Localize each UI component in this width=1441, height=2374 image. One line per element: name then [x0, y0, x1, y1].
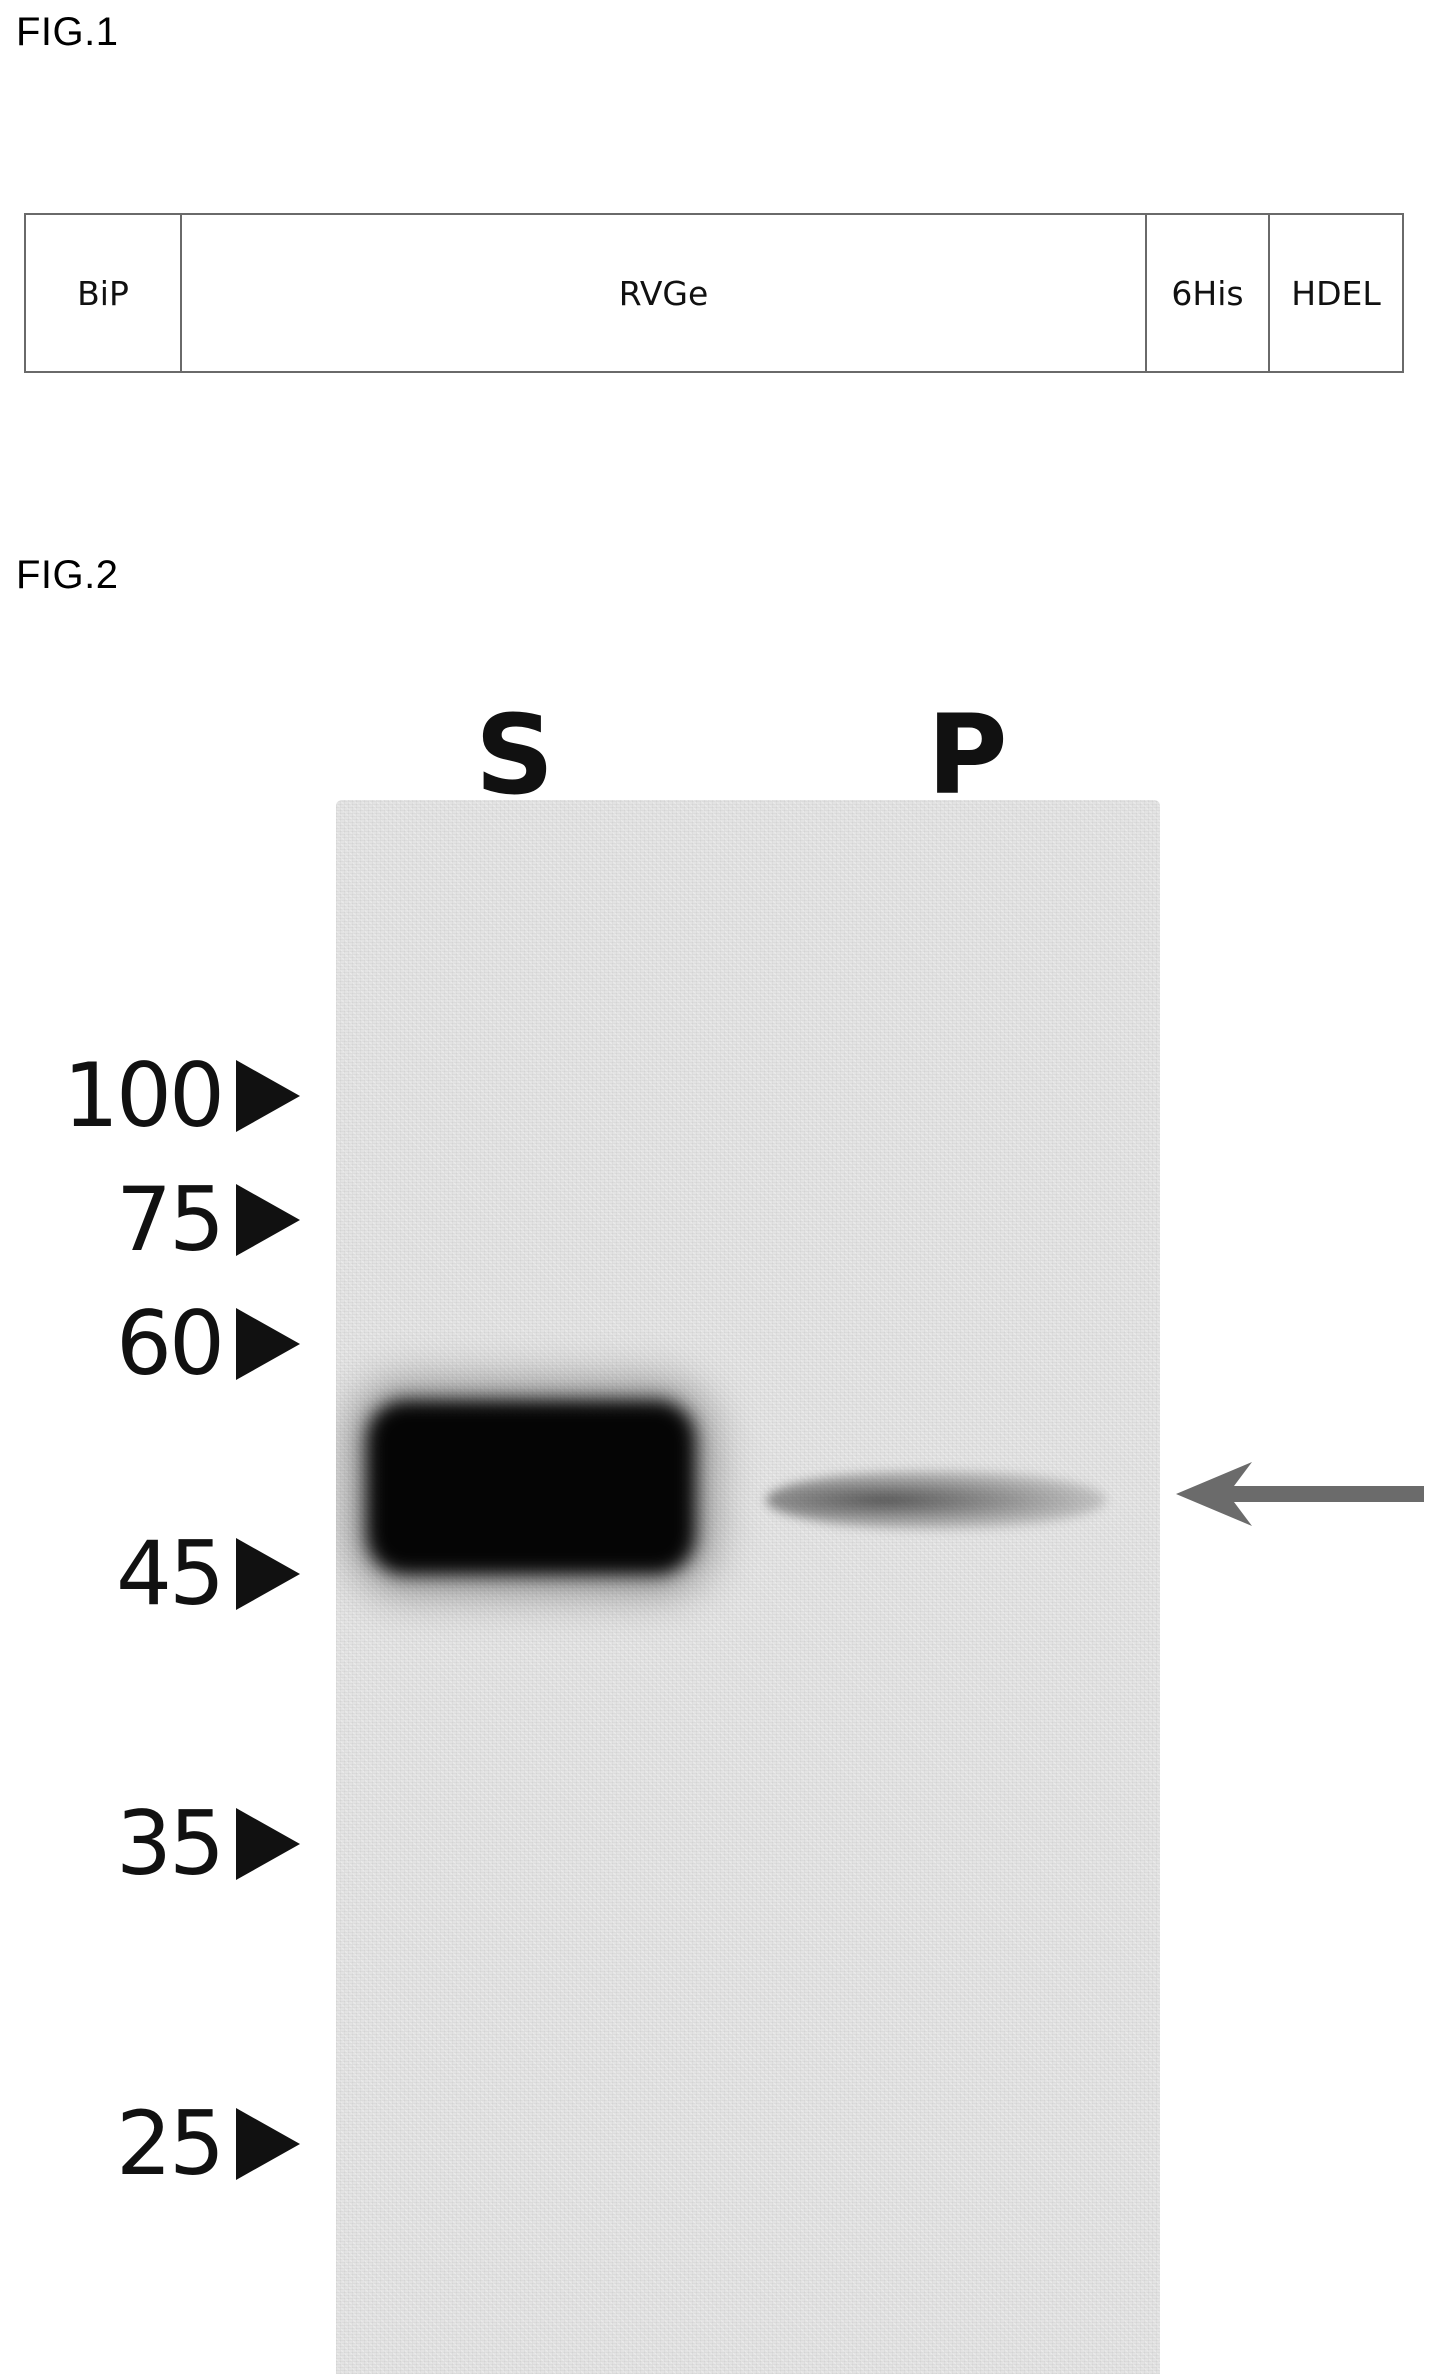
segment-hdel: HDEL [1270, 215, 1402, 371]
fig2-label: FIG.2 [16, 553, 119, 598]
marker-label: 100 [63, 1052, 222, 1140]
lane-label-p: P [927, 700, 1008, 810]
marker-label: 75 [116, 1176, 222, 1264]
triangle-pointer-icon [236, 1808, 300, 1880]
left-arrow-icon [1172, 1458, 1428, 1530]
marker-60: 60 [116, 1300, 300, 1388]
segment-6his: 6His [1147, 215, 1270, 371]
triangle-pointer-icon [236, 1538, 300, 1610]
fig1-label: FIG.1 [16, 10, 119, 55]
marker-100: 100 [63, 1052, 300, 1140]
marker-45: 45 [116, 1530, 300, 1618]
marker-35: 35 [116, 1800, 300, 1888]
triangle-pointer-icon [236, 1184, 300, 1256]
triangle-pointer-icon [236, 1060, 300, 1132]
segment-bip: BiP [26, 215, 182, 371]
triangle-pointer-icon [236, 2108, 300, 2180]
marker-label: 45 [116, 1530, 222, 1618]
marker-label: 35 [116, 1800, 222, 1888]
arrow-shape [1176, 1462, 1424, 1526]
marker-label: 25 [116, 2100, 222, 2188]
western-blot-membrane [336, 800, 1160, 2374]
band-lane-s [366, 1400, 696, 1575]
marker-label: 60 [116, 1300, 222, 1388]
triangle-pointer-icon [236, 1308, 300, 1380]
construct-map: BiP RVGe 6His HDEL [24, 213, 1404, 373]
marker-75: 75 [116, 1176, 300, 1264]
lane-label-s: S [475, 700, 554, 810]
segment-rvge: RVGe [182, 215, 1147, 371]
band-lane-p [766, 1470, 1106, 1530]
marker-25: 25 [116, 2100, 300, 2188]
